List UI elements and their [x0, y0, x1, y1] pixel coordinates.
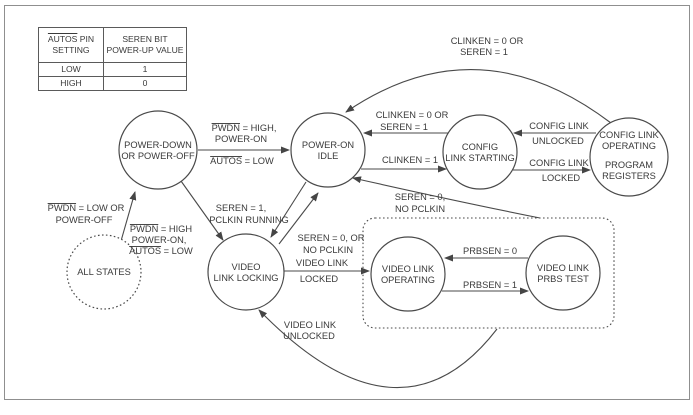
transition-all-states-to-power-down	[120, 191, 137, 242]
label-seren-1-pclkin-running: SEREN = 1,PCLKIN RUNNING	[209, 203, 289, 225]
transition-idle-to-locking	[270, 181, 307, 238]
state-circle	[118, 110, 198, 190]
table-cell-value: 0	[103, 76, 187, 91]
video-link-group-box	[362, 217, 615, 329]
state-circle	[370, 236, 446, 312]
transition-video-operating-to-idle	[352, 176, 541, 219]
state-all-states: ALL STATES	[66, 234, 142, 310]
state-circle	[525, 235, 601, 311]
state-circle	[66, 234, 142, 310]
label-autos-low-2: AUTOS = LOW	[129, 246, 193, 256]
label-clinken-1: CLINKEN = 1	[382, 155, 438, 165]
transition-video-operating-to-locking-arc	[258, 309, 498, 389]
state-circle	[290, 112, 366, 188]
label-pwdn-high-power-on: PWDN = HIGH,POWER-ON	[212, 123, 277, 144]
state-label: ALL STATES	[77, 267, 131, 277]
state-circle	[442, 114, 518, 190]
figure-border	[4, 5, 690, 400]
state-circle	[207, 233, 285, 311]
table-row: HIGH 0	[38, 76, 187, 91]
label-seren-0-no-pclkin: SEREN = 0,NO PCLKIN	[395, 192, 445, 214]
label-prbsen-1: PRBSEN = 1	[463, 280, 517, 290]
transition-power-down-to-locking	[180, 180, 224, 241]
state-circle	[589, 117, 669, 197]
transition-config-operating-to-idle-arc	[345, 69, 612, 124]
transition-locking-to-idle	[278, 192, 319, 245]
label-autos-low: AUTOS = LOW	[210, 156, 274, 166]
label-prbsen-0: PRBSEN = 0	[463, 246, 517, 256]
